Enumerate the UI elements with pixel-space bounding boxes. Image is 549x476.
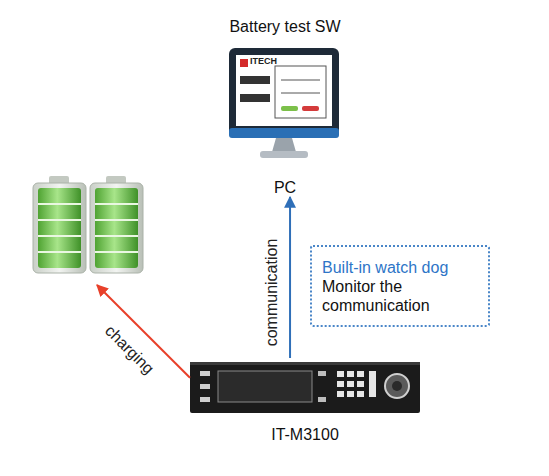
node-text: Battery test SW (215, 17, 355, 36)
battery-node (25, 170, 155, 285)
node-text: IT-M3100 (190, 425, 420, 444)
edge-label: communication (262, 239, 281, 347)
edge-label: charging (101, 321, 158, 378)
node-text: PC (215, 178, 355, 197)
computer-node: Battery test SW PC (215, 15, 355, 197)
instrument-illustration (190, 362, 420, 413)
charging-arrow (97, 285, 190, 378)
node-text: Monitor the communication (322, 277, 478, 315)
callout-box: Built-in watch dogMonitor the communicat… (310, 245, 490, 327)
instrument-node: IT-M3100 (190, 358, 420, 444)
communication-arrow (289, 197, 291, 358)
node-text: Built-in watch dog (322, 258, 478, 277)
battery-illustration (33, 176, 143, 273)
logo-text: ITECH (250, 57, 277, 66)
monitor-illustration (229, 48, 339, 158)
